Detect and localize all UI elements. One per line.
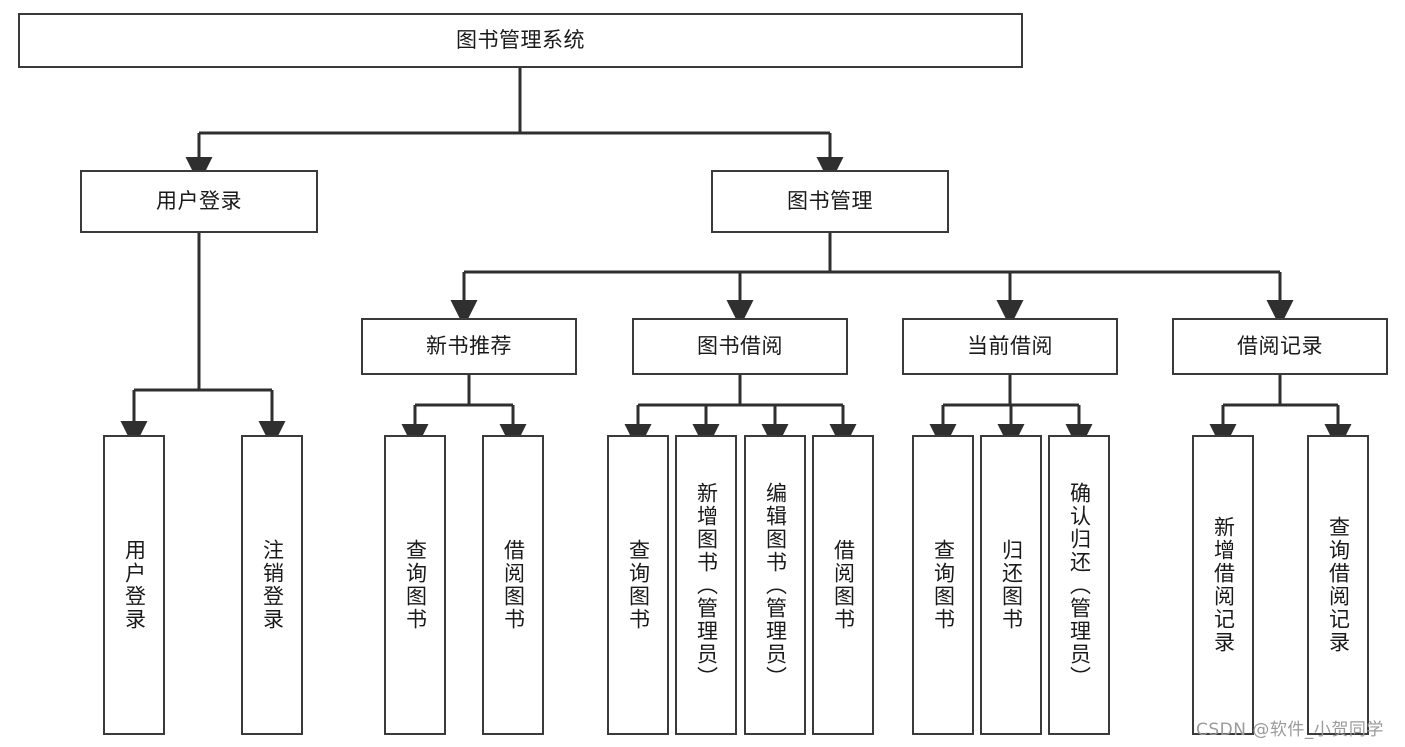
leaf-book-borrow-borrow[interactable]: 借阅图书: [812, 435, 874, 735]
node-new-book-recommend-label: 新书推荐: [426, 333, 512, 358]
node-book-borrow-label: 图书借阅: [697, 333, 783, 358]
csdn-watermark: CSDN @软件_小贺同学: [1196, 720, 1384, 740]
node-user-login-label: 用户登录: [156, 188, 242, 213]
leaf-new-book-borrow[interactable]: 借阅图书: [482, 435, 544, 735]
node-current-borrow-label: 当前借阅: [967, 333, 1053, 358]
node-borrow-record[interactable]: 借阅记录: [1172, 318, 1388, 375]
leaf-label: 借阅图书: [501, 539, 526, 631]
leaf-label: 归还图书: [999, 539, 1024, 631]
node-root-label: 图书管理系统: [456, 27, 585, 52]
leaf-label: 新增图书（管理员）: [694, 481, 719, 689]
node-borrow-record-label: 借阅记录: [1237, 333, 1323, 358]
leaf-book-borrow-add[interactable]: 新增图书（管理员）: [675, 435, 737, 735]
leaf-label: 编辑图书（管理员）: [763, 481, 788, 689]
node-user-login[interactable]: 用户登录: [80, 170, 318, 233]
leaf-label: 用户登录: [122, 539, 147, 631]
leaf-borrow-record-query[interactable]: 查询借阅记录: [1307, 435, 1369, 735]
leaf-label: 新增借阅记录: [1211, 516, 1236, 654]
leaf-current-borrow-confirm[interactable]: 确认归还（管理员）: [1048, 435, 1110, 735]
leaf-label: 确认归还（管理员）: [1067, 481, 1092, 689]
leaf-current-borrow-query[interactable]: 查询图书: [912, 435, 974, 735]
node-book-management-label: 图书管理: [787, 188, 873, 213]
leaf-book-borrow-query[interactable]: 查询图书: [607, 435, 669, 735]
node-new-book-recommend[interactable]: 新书推荐: [361, 318, 577, 375]
node-current-borrow[interactable]: 当前借阅: [902, 318, 1118, 375]
leaf-label: 查询图书: [931, 539, 956, 631]
leaf-label: 查询借阅记录: [1326, 516, 1351, 654]
leaf-current-borrow-return[interactable]: 归还图书: [980, 435, 1042, 735]
node-root[interactable]: 图书管理系统: [18, 13, 1023, 68]
leaf-borrow-record-add[interactable]: 新增借阅记录: [1192, 435, 1254, 735]
leaf-label: 查询图书: [403, 539, 428, 631]
node-book-management[interactable]: 图书管理: [711, 170, 949, 233]
node-book-borrow[interactable]: 图书借阅: [632, 318, 848, 375]
leaf-new-book-query[interactable]: 查询图书: [384, 435, 446, 735]
leaf-user-login-logout[interactable]: 注销登录: [241, 435, 303, 735]
leaf-label: 查询图书: [626, 539, 651, 631]
leaf-label: 借阅图书: [831, 539, 856, 631]
leaf-book-borrow-edit[interactable]: 编辑图书（管理员）: [744, 435, 806, 735]
leaf-user-login-login[interactable]: 用户登录: [103, 435, 165, 735]
leaf-label: 注销登录: [260, 539, 285, 631]
